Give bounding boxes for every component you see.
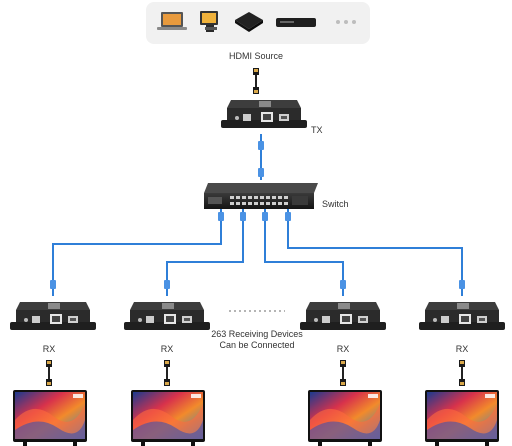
tv-display-4 [425,390,499,446]
tx-switch-cable [258,134,264,180]
laptop-icon [157,12,187,30]
rj45-connectors [50,212,465,289]
tx-label: TX [311,125,323,135]
receiver-device-1 [10,302,96,330]
tv-display-1 [13,390,87,446]
rx-label-3: RX [337,344,350,354]
hdmi-cable-rx-3 [340,360,346,386]
hdmi-cable-rx-1 [46,360,52,386]
rx-label-1: RX [43,344,56,354]
note-line-1: 263 Receiving Devices [211,329,303,339]
switch-rx-cables [52,209,463,296]
hdmi-cable-rx-4 [459,360,465,386]
receiver-device-4 [419,302,505,330]
note-line-2: Can be Connected [219,340,294,350]
network-switch [204,183,318,209]
more-icon [336,20,356,24]
transmitter-device [221,100,307,128]
hdmi-cable-source [253,68,259,94]
media-player-icon [276,18,316,27]
tv-display-2 [131,390,205,446]
switch-label: Switch [322,199,349,209]
desktop-computer-icon [200,11,218,32]
hdmi-cable-rx-2 [164,360,170,386]
rx-label-2: RX [161,344,174,354]
streaming-box-icon [235,12,263,32]
receiver-device-2 [124,302,210,330]
source-label: HDMI Source [229,51,283,61]
tv-display-3 [308,390,382,446]
receiver-device-3 [300,302,386,330]
rx-label-4: RX [456,344,469,354]
